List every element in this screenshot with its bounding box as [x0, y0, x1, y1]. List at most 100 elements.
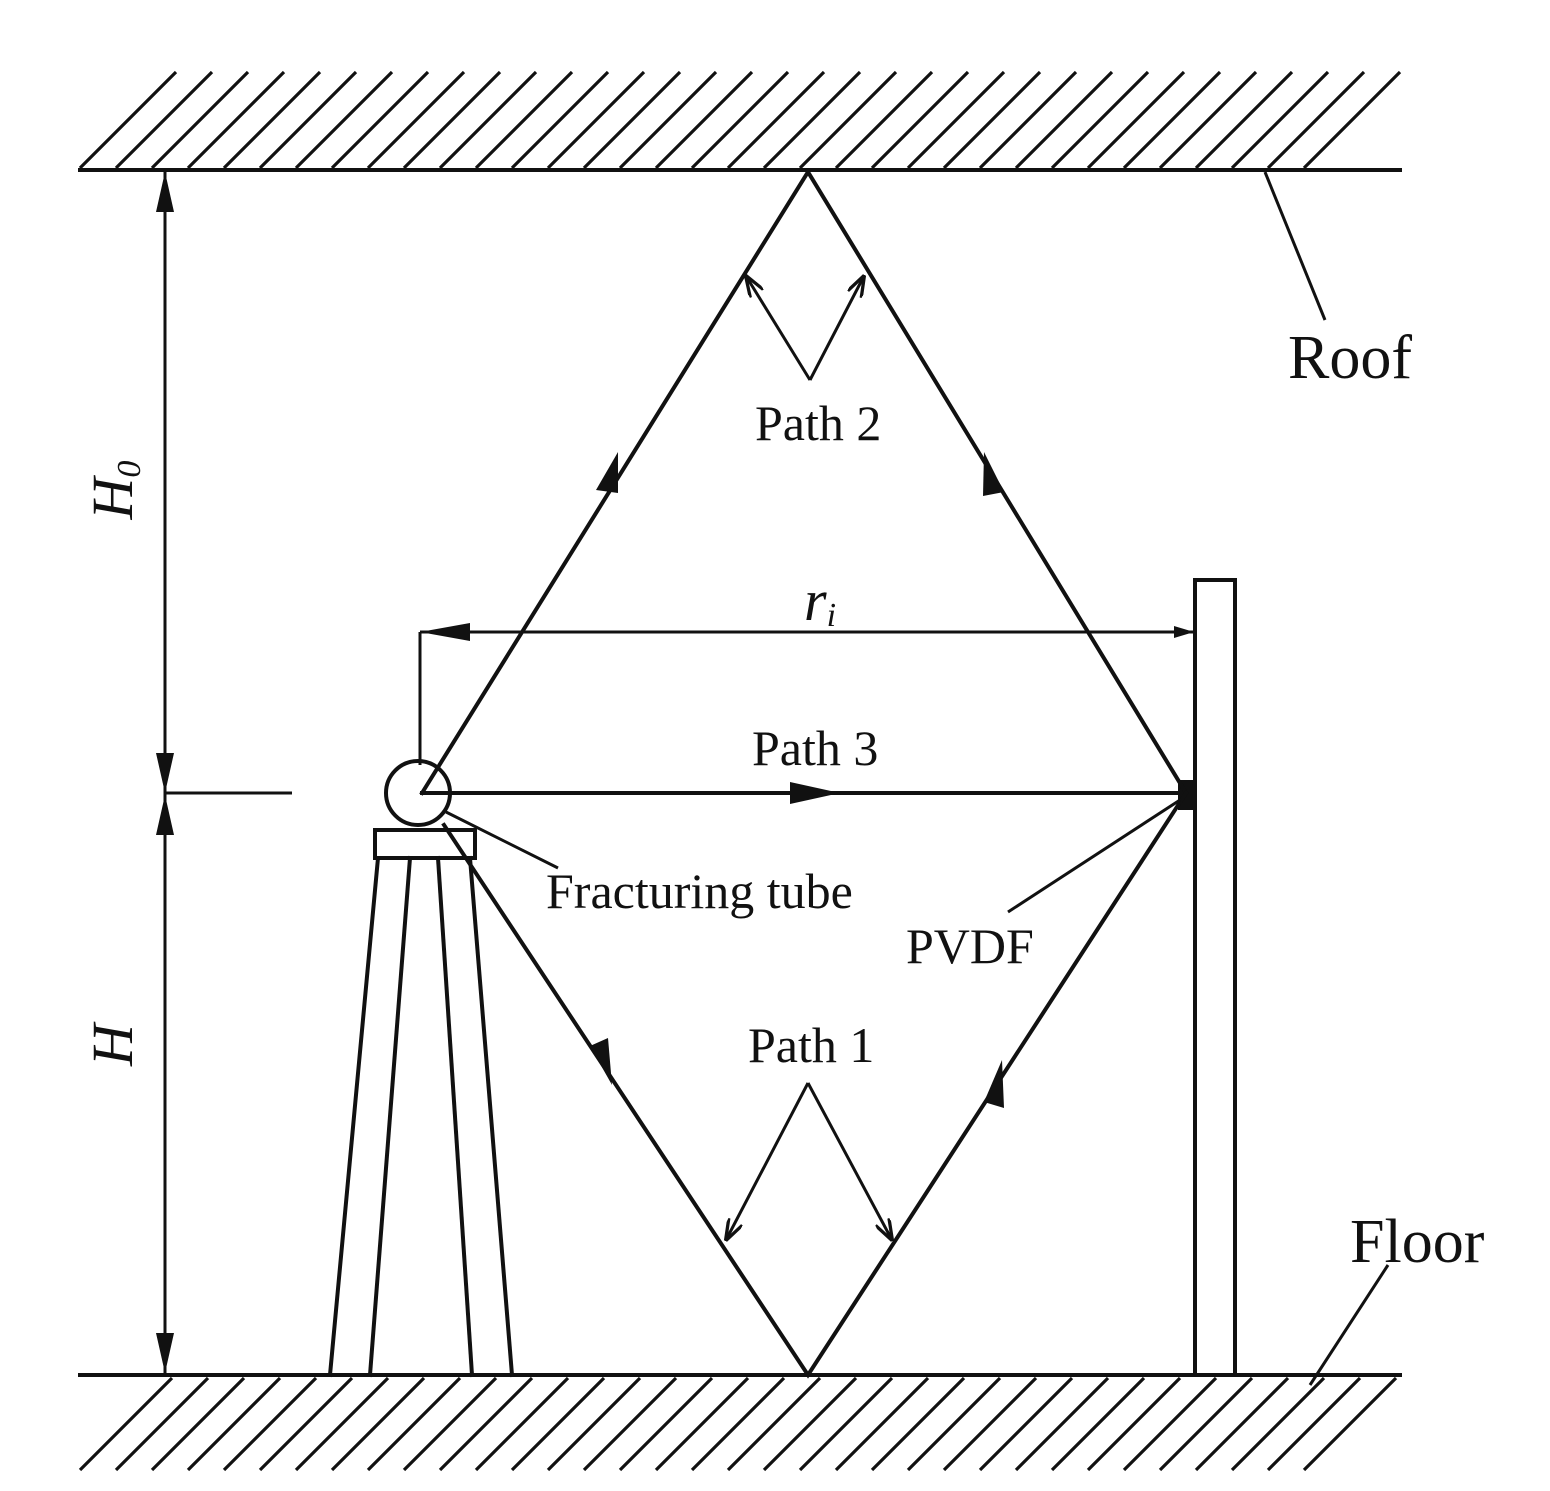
- ri-label-sub: i: [827, 597, 836, 634]
- pvdf-leader-line: [1007, 798, 1181, 914]
- roof-hatch-line: [1302, 70, 1402, 170]
- path1-ray: [441, 790, 1189, 1379]
- floor-hatch-line: [1266, 1376, 1362, 1472]
- floor-hatch-line: [186, 1376, 282, 1472]
- floor-hatch-line: [906, 1376, 1002, 1472]
- roof-hatch-line: [222, 70, 322, 170]
- path1-up-arrow-icon: [984, 1060, 1004, 1108]
- roof-hatch-line: [1014, 70, 1114, 170]
- h0-dimension: [156, 172, 174, 793]
- roof-hatch-line: [1266, 70, 1366, 170]
- floor-hatch-line: [78, 1376, 174, 1472]
- roof-hatch-line: [834, 70, 934, 170]
- roof-leader-line: [1263, 171, 1327, 321]
- roof-hatch-line: [1086, 70, 1186, 170]
- path2-up-arrow-icon: [596, 452, 618, 493]
- path2-ray: [419, 168, 1189, 796]
- roof-hatch-line: [258, 70, 358, 170]
- roof-hatch-line: [906, 70, 1006, 170]
- roof-hatch-line: [1158, 70, 1258, 170]
- pvdf-label: PVDF: [906, 918, 1034, 974]
- ri-label: ri: [804, 568, 836, 634]
- roof-hatch-line: [726, 70, 826, 170]
- fracturing-tube-label: Fracturing tube: [546, 863, 853, 919]
- roof-hatch-line: [942, 70, 1042, 170]
- path1-label: Path 1: [748, 1017, 874, 1073]
- floor-hatch-line: [222, 1376, 318, 1472]
- floor-hatch-line: [690, 1376, 786, 1472]
- floor-label: Floor: [1350, 1208, 1485, 1276]
- fracturing-tube-leader-line: [445, 810, 559, 870]
- roof-hatch-line: [690, 70, 790, 170]
- floor-hatch-line: [510, 1376, 606, 1472]
- floor-hatch-line: [1302, 1376, 1398, 1472]
- floor-hatch-line: [762, 1376, 858, 1472]
- floor-hatch-line: [402, 1376, 498, 1472]
- floor-hatch-line: [654, 1376, 750, 1472]
- roof-hatch-line: [582, 70, 682, 170]
- path3-arrow-icon: [790, 782, 840, 804]
- path3-label: Path 3: [752, 720, 878, 776]
- floor-hatch-line: [438, 1376, 534, 1472]
- roof-surface: [78, 70, 1402, 172]
- roof-label: Roof: [1288, 324, 1412, 392]
- path1-down-arrow-icon: [590, 1038, 612, 1085]
- roof-hatch-line: [510, 70, 610, 170]
- floor-hatch-line: [582, 1376, 678, 1472]
- floor-hatch-line: [474, 1376, 570, 1472]
- floor-hatch-line: [258, 1376, 354, 1472]
- floor-hatch-line: [1194, 1376, 1290, 1472]
- roof-hatch-line: [978, 70, 1078, 170]
- floor-hatch-line: [942, 1376, 1038, 1472]
- roof-hatch-line: [1050, 70, 1150, 170]
- roof-hatch-line: [114, 70, 214, 170]
- floor-surface: [78, 1373, 1402, 1472]
- floor-hatch-line: [726, 1376, 822, 1472]
- ri-label-main: r: [804, 568, 827, 633]
- path2-down-arrow-icon: [983, 452, 1004, 496]
- roof-hatch-line: [186, 70, 286, 170]
- roof-hatch-line: [330, 70, 430, 170]
- path3-ray: [420, 782, 1182, 804]
- roof-hatch-line: [294, 70, 394, 170]
- path1-angle-pointer: [726, 1082, 892, 1240]
- h0-label-main: H: [80, 474, 145, 520]
- h-label: H: [80, 1021, 145, 1067]
- floor-hatch-line: [1230, 1376, 1326, 1472]
- h0-label-sub: 0: [111, 461, 148, 478]
- floor-hatch-line: [834, 1376, 930, 1472]
- tripod-stand: [327, 828, 515, 1378]
- roof-hatch-line: [474, 70, 574, 170]
- roof-hatch-line: [546, 70, 646, 170]
- roof-hatch-line: [78, 70, 178, 170]
- floor-hatch-line: [870, 1376, 966, 1472]
- ri-dimension: [418, 623, 1194, 765]
- floor-hatch-line: [1086, 1376, 1182, 1472]
- floor-hatch-line: [798, 1376, 894, 1472]
- roof-hatch-line: [654, 70, 754, 170]
- floor-hatch-line: [1122, 1376, 1218, 1472]
- roof-hatch-line: [1194, 70, 1294, 170]
- h-dimension: [156, 793, 174, 1373]
- floor-hatch-line: [1014, 1376, 1110, 1472]
- floor-hatch-line: [1158, 1376, 1254, 1472]
- path2-label: Path 2: [755, 395, 881, 451]
- floor-hatch-line: [978, 1376, 1074, 1472]
- floor-hatch-line: [114, 1376, 210, 1472]
- roof-hatch-line: [762, 70, 862, 170]
- h0-label: H0: [80, 461, 148, 521]
- floor-hatch-line: [618, 1376, 714, 1472]
- floor-hatch-line: [330, 1376, 426, 1472]
- roof-hatch-line: [618, 70, 718, 170]
- roof-hatch-line: [1122, 70, 1222, 170]
- roof-hatch-line: [1230, 70, 1330, 170]
- floor-hatch-line: [366, 1376, 462, 1472]
- roof-hatch-line: [798, 70, 898, 170]
- floor-hatch-line: [546, 1376, 642, 1472]
- roof-hatch-line: [150, 70, 250, 170]
- measuring-post: [1193, 578, 1237, 1377]
- roof-hatch-line: [438, 70, 538, 170]
- path2-angle-pointer: [746, 276, 864, 381]
- roof-hatching: [78, 70, 1402, 170]
